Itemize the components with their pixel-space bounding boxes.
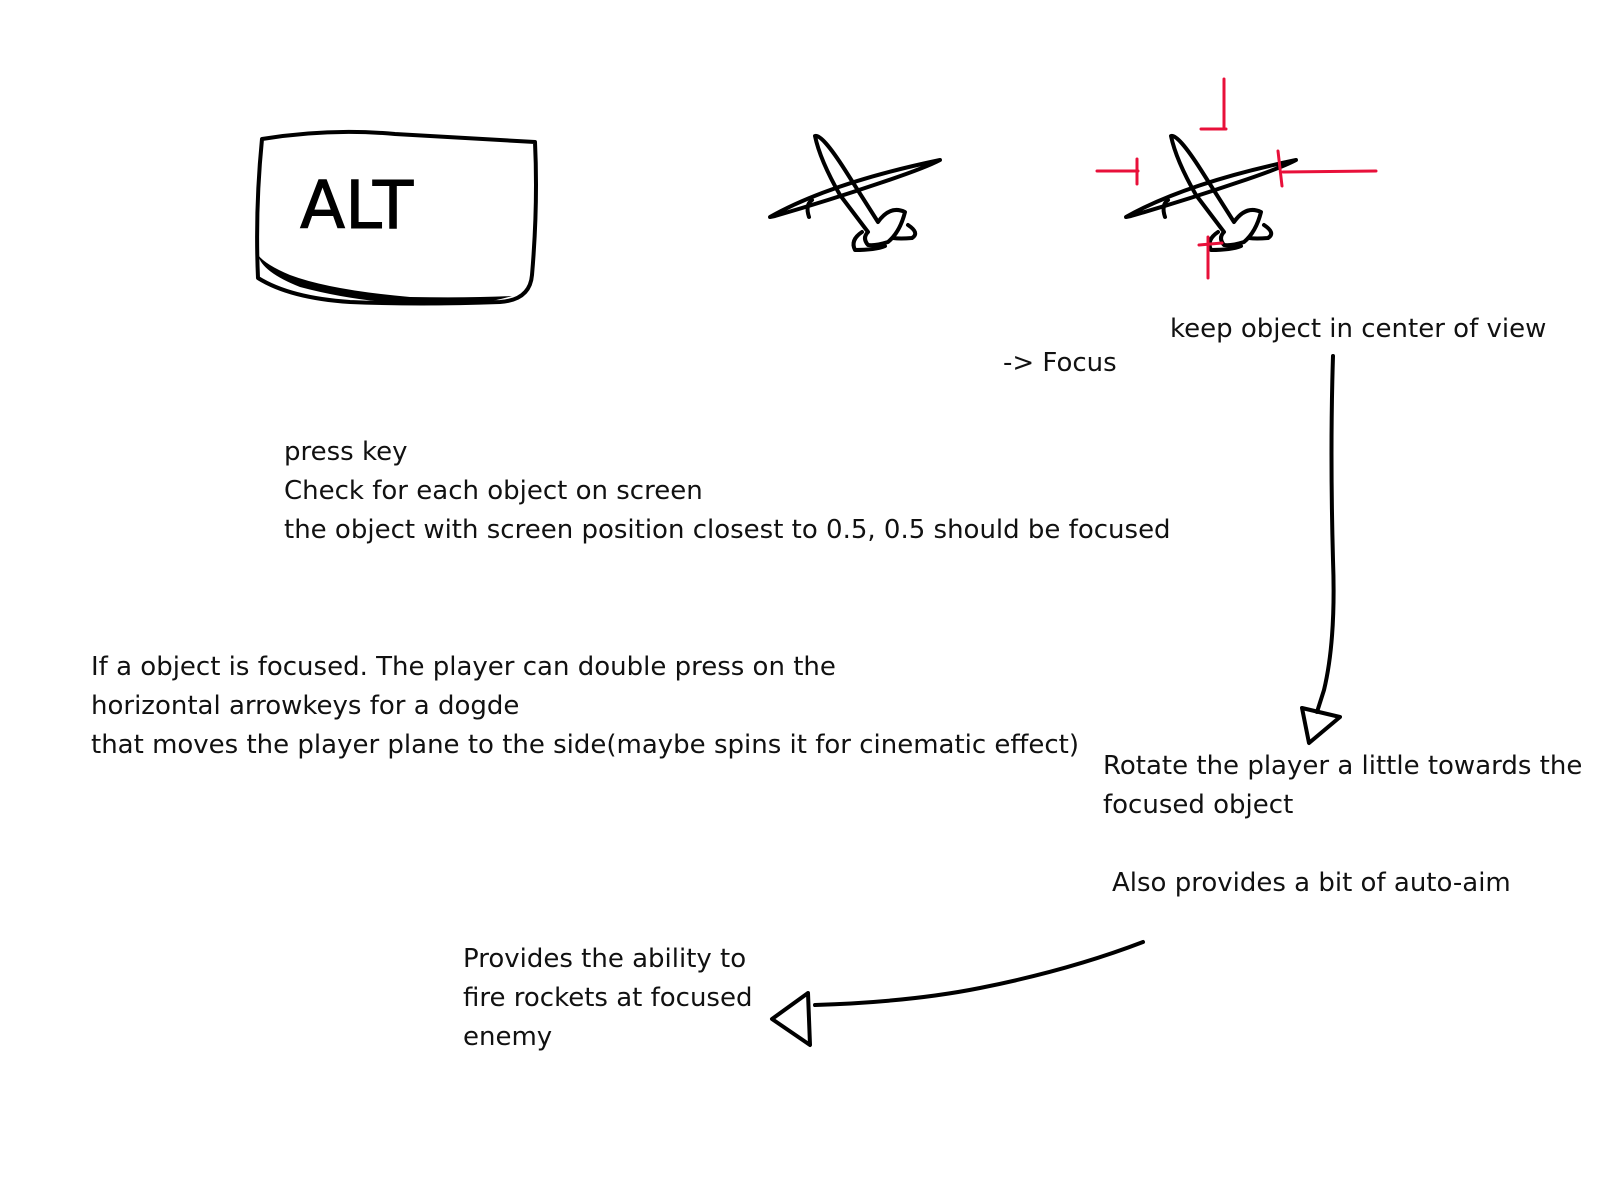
airplane-icon [768, 133, 942, 252]
instruction-line: the object with screen position closest … [284, 515, 1171, 545]
rockets-line: fire rockets at focused [463, 983, 753, 1013]
focus-marker [1095, 77, 1378, 280]
arrow-left-icon [770, 940, 1145, 1047]
rotate-line: Rotate the player a little towards the [1103, 751, 1583, 781]
alt-key-icon: ALT [255, 129, 538, 306]
instruction-line: press key [284, 437, 408, 467]
dodge-line: If a object is focused. The player can d… [91, 652, 836, 682]
dodge-line: horizontal arrowkeys for a dogde [91, 691, 520, 721]
auto-aim-note: Also provides a bit of auto-aim [1112, 864, 1511, 903]
arrow-down-icon [1300, 354, 1342, 745]
rockets-line: enemy [463, 1022, 553, 1052]
rotate-line: focused object [1103, 790, 1294, 820]
dodge-note: If a object is focused. The player can d… [91, 648, 1079, 765]
auto-aim-text: Also provides a bit of auto-aim [1112, 868, 1511, 898]
keep-center-label: keep object in center of view [1170, 310, 1546, 349]
instructions-note: press key Check for each object on scree… [284, 433, 1171, 550]
focus-label: -> Focus [1003, 344, 1117, 383]
alt-key-label: ALT [300, 167, 414, 244]
rockets-note: Provides the ability to fire rockets at … [463, 940, 752, 1057]
focused-airplane-icon [1095, 77, 1378, 280]
keep-center-text: keep object in center of view [1170, 314, 1547, 344]
rotate-note: Rotate the player a little towards the f… [1103, 747, 1582, 825]
dodge-line: that moves the player plane to the side(… [91, 730, 1079, 760]
focus-text: -> Focus [1003, 348, 1117, 378]
instruction-line: Check for each object on screen [284, 476, 703, 506]
rockets-line: Provides the ability to [463, 944, 747, 974]
